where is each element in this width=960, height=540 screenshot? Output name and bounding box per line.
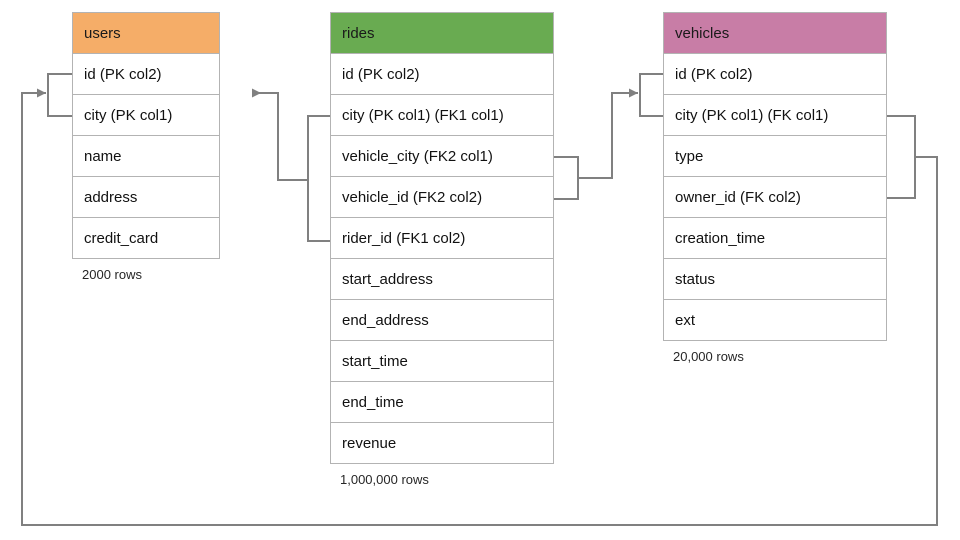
- table-vehicles-column-owner-id[interactable]: owner_id (FK col2): [664, 177, 886, 218]
- table-users-column-credit-card[interactable]: credit_card: [73, 218, 219, 259]
- column-label: status: [675, 270, 716, 288]
- table-rides-title: rides: [342, 24, 375, 42]
- column-label: type: [675, 147, 704, 165]
- column-label: vehicle_city (FK2 col1): [342, 147, 493, 165]
- column-label: vehicle_id (FK2 col2): [342, 188, 483, 206]
- table-vehicles-column-status[interactable]: status: [664, 259, 886, 300]
- column-label: address: [84, 188, 138, 206]
- table-users-title: users: [84, 24, 121, 42]
- table-vehicles-column-ext[interactable]: ext: [664, 300, 886, 341]
- column-label: owner_id (FK col2): [675, 188, 801, 206]
- table-users-box: users id (PK col2) city (PK col1) name a…: [72, 12, 220, 259]
- column-label: rider_id (FK1 col2): [342, 229, 466, 247]
- table-vehicles-column-city[interactable]: city (PK col1) (FK col1): [664, 95, 886, 136]
- column-label: id (PK col2): [675, 65, 753, 83]
- column-label: id (PK col2): [342, 65, 420, 83]
- column-label: start_time: [342, 352, 408, 370]
- table-rides-row-count: 1,000,000 rows: [340, 472, 429, 487]
- column-label: credit_card: [84, 229, 159, 247]
- table-users-column-name[interactable]: name: [73, 136, 219, 177]
- table-vehicles-header[interactable]: vehicles: [664, 13, 886, 54]
- column-label: city (PK col1) (FK1 col1): [342, 106, 504, 124]
- table-rides-column-start-time[interactable]: start_time: [331, 341, 553, 382]
- table-rides-column-revenue[interactable]: revenue: [331, 423, 553, 464]
- table-vehicles-title: vehicles: [675, 24, 730, 42]
- table-vehicles-column-creation-time[interactable]: creation_time: [664, 218, 886, 259]
- table-users-column-city[interactable]: city (PK col1): [73, 95, 219, 136]
- table-rides-column-end-time[interactable]: end_time: [331, 382, 553, 423]
- table-vehicles[interactable]: vehicles id (PK col2) city (PK col1) (FK…: [663, 12, 887, 364]
- table-rides-column-vehicle-id[interactable]: vehicle_id (FK2 col2): [331, 177, 553, 218]
- column-label: start_address: [342, 270, 433, 288]
- table-rides[interactable]: rides id (PK col2) city (PK col1) (FK1 c…: [330, 12, 554, 487]
- table-users-column-address[interactable]: address: [73, 177, 219, 218]
- column-label: city (PK col1) (FK col1): [675, 106, 829, 124]
- table-users-row-count: 2000 rows: [82, 267, 142, 282]
- table-rides-box: rides id (PK col2) city (PK col1) (FK1 c…: [330, 12, 554, 464]
- table-rides-header[interactable]: rides: [331, 13, 553, 54]
- column-label: id (PK col2): [84, 65, 162, 83]
- connector-vehicles-fk-bracket: [887, 115, 916, 199]
- table-vehicles-column-id[interactable]: id (PK col2): [664, 54, 886, 95]
- table-rides-column-vehicle-city[interactable]: vehicle_city (FK2 col1): [331, 136, 553, 177]
- column-label: ext: [675, 311, 696, 329]
- table-vehicles-box: vehicles id (PK col2) city (PK col1) (FK…: [663, 12, 887, 341]
- connector-rides-fk1-to-users: [252, 88, 308, 181]
- connector-rides-fk2-bracket: [554, 156, 579, 200]
- column-label: city (PK col1): [84, 106, 173, 124]
- column-label: revenue: [342, 434, 397, 452]
- table-users-header[interactable]: users: [73, 13, 219, 54]
- table-rides-column-id[interactable]: id (PK col2): [331, 54, 553, 95]
- table-vehicles-row-count: 20,000 rows: [673, 349, 744, 364]
- column-label: creation_time: [675, 229, 766, 247]
- column-label: end_address: [342, 311, 429, 329]
- table-vehicles-column-type[interactable]: type: [664, 136, 886, 177]
- table-rides-column-start-address[interactable]: start_address: [331, 259, 553, 300]
- column-label: end_time: [342, 393, 404, 411]
- column-label: name: [84, 147, 122, 165]
- connector-vehicles-bracket: [639, 73, 663, 117]
- connector-rides-fk1-bracket: [307, 115, 330, 242]
- connector-rides-fk2-to-vehicles: [578, 88, 638, 179]
- table-users-column-id[interactable]: id (PK col2): [73, 54, 219, 95]
- table-users[interactable]: users id (PK col2) city (PK col1) name a…: [72, 12, 220, 282]
- table-rides-column-rider-id[interactable]: rider_id (FK1 col2): [331, 218, 553, 259]
- table-rides-column-city[interactable]: city (PK col1) (FK1 col1): [331, 95, 553, 136]
- connector-users-bracket: [47, 73, 72, 117]
- table-rides-column-end-address[interactable]: end_address: [331, 300, 553, 341]
